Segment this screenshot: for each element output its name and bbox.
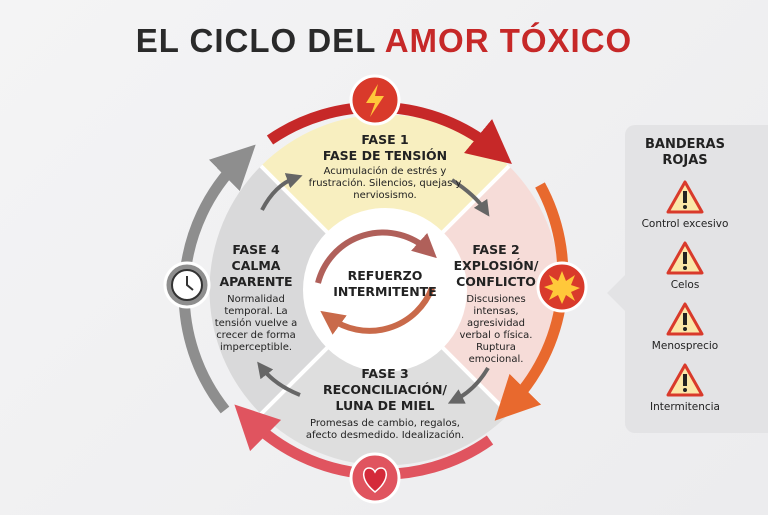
quadrant-phase-4	[209, 166, 385, 414]
red-flag-item: Control excesivo	[625, 180, 745, 230]
clock-icon	[163, 261, 211, 309]
center-arrow	[320, 286, 435, 335]
warning-icon	[666, 302, 704, 336]
warning-icon	[666, 241, 704, 275]
warning-icon	[666, 363, 704, 397]
center-arrow	[315, 229, 437, 284]
inner-arrow	[257, 361, 301, 397]
quadrant-phase-2	[385, 166, 561, 414]
quadrant-phase-3	[261, 290, 509, 466]
red-flag-item: Celos	[625, 241, 745, 291]
inner-arrow	[260, 173, 303, 211]
explosion-icon	[536, 261, 588, 313]
red-flag-item: Intermitencia	[625, 363, 745, 413]
red-flag-item: Menosprecio	[625, 302, 745, 352]
quadrant-phase-1	[261, 114, 509, 290]
lightning-icon	[349, 74, 401, 126]
warning-icon	[666, 180, 704, 214]
page-title: EL CICLO DEL AMOR TÓXICO	[135, 22, 633, 59]
red-flags-panel: BANDERAS ROJAS Control excesivo Celos Me…	[607, 125, 768, 433]
heart-icon	[349, 452, 401, 504]
inner-arrow	[447, 366, 490, 404]
inner-arrow	[450, 178, 490, 217]
